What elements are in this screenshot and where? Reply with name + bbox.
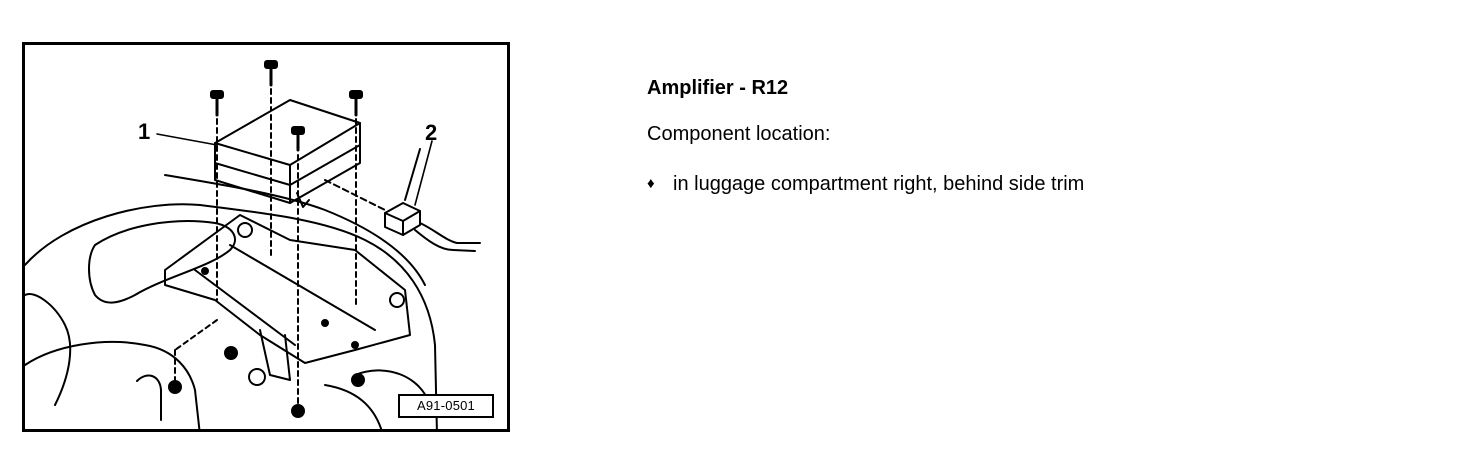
screw-icon [174, 60, 363, 408]
figure-id-label: A91-0501 [398, 394, 494, 418]
intro-text: Component location: [647, 123, 831, 145]
body-panel-outline [25, 174, 438, 429]
list-item-text: in luggage compartment right, behind sid… [673, 173, 1085, 195]
mounting-bracket-icon [164, 214, 411, 386]
wiring-connector-icon [324, 148, 481, 252]
callout-2: 2 [425, 120, 438, 145]
component-description: Amplifier - R12 Component location: ♦ in… [647, 76, 1427, 196]
nut-icon [168, 346, 365, 418]
amplifier-housing-icon [214, 99, 361, 208]
callout-1: 1 [138, 119, 151, 144]
amplifier-illustration [25, 60, 481, 429]
component-location-figure: 1 2 A91-0501 [22, 42, 510, 432]
list-item: ♦ in luggage compartment right, behind s… [647, 172, 1427, 196]
callout-leaders [156, 133, 433, 206]
section-heading: Amplifier - R12 [647, 77, 789, 99]
diamond-bullet-icon: ♦ [647, 175, 655, 192]
